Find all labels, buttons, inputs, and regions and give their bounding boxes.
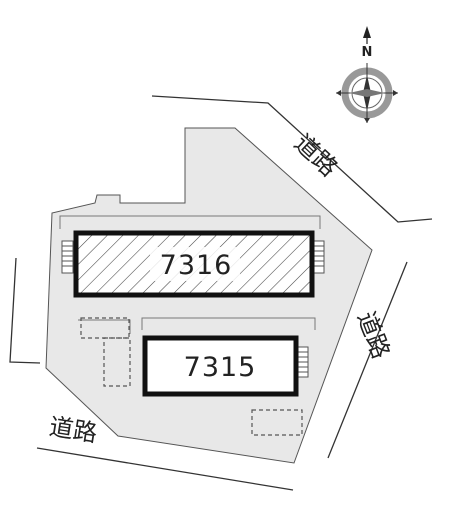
- road-label-northeast: 道路: [289, 129, 343, 182]
- building-7315: 7315: [142, 335, 299, 397]
- lower-wall-outline: [141, 317, 316, 330]
- stair-icon: [312, 240, 325, 274]
- building-label-7316: 7316: [160, 250, 233, 281]
- road-edge-east: [327, 261, 408, 459]
- road-edge-north: [151, 95, 433, 223]
- building-7316: 7316: [73, 230, 315, 298]
- parking-space: [103, 337, 131, 387]
- road-edge-south: [36, 447, 294, 491]
- parking-spaces: [80, 317, 303, 436]
- lot-structures: [59, 215, 321, 334]
- building-label-7315: 7315: [184, 352, 257, 383]
- stair-icon: [296, 346, 309, 378]
- road-label-southwest: 道路: [47, 413, 99, 448]
- road-edge-west: [9, 257, 41, 364]
- compass-north-label: N: [362, 45, 373, 60]
- parking-space: [251, 409, 303, 436]
- road-label-east: 道路: [352, 308, 395, 363]
- corridor-outline: [59, 215, 321, 229]
- road-boundaries: [9, 95, 433, 491]
- west-wall-outline: [78, 319, 131, 334]
- stair-icon: [61, 240, 74, 274]
- compass-rose-icon: N: [336, 26, 398, 123]
